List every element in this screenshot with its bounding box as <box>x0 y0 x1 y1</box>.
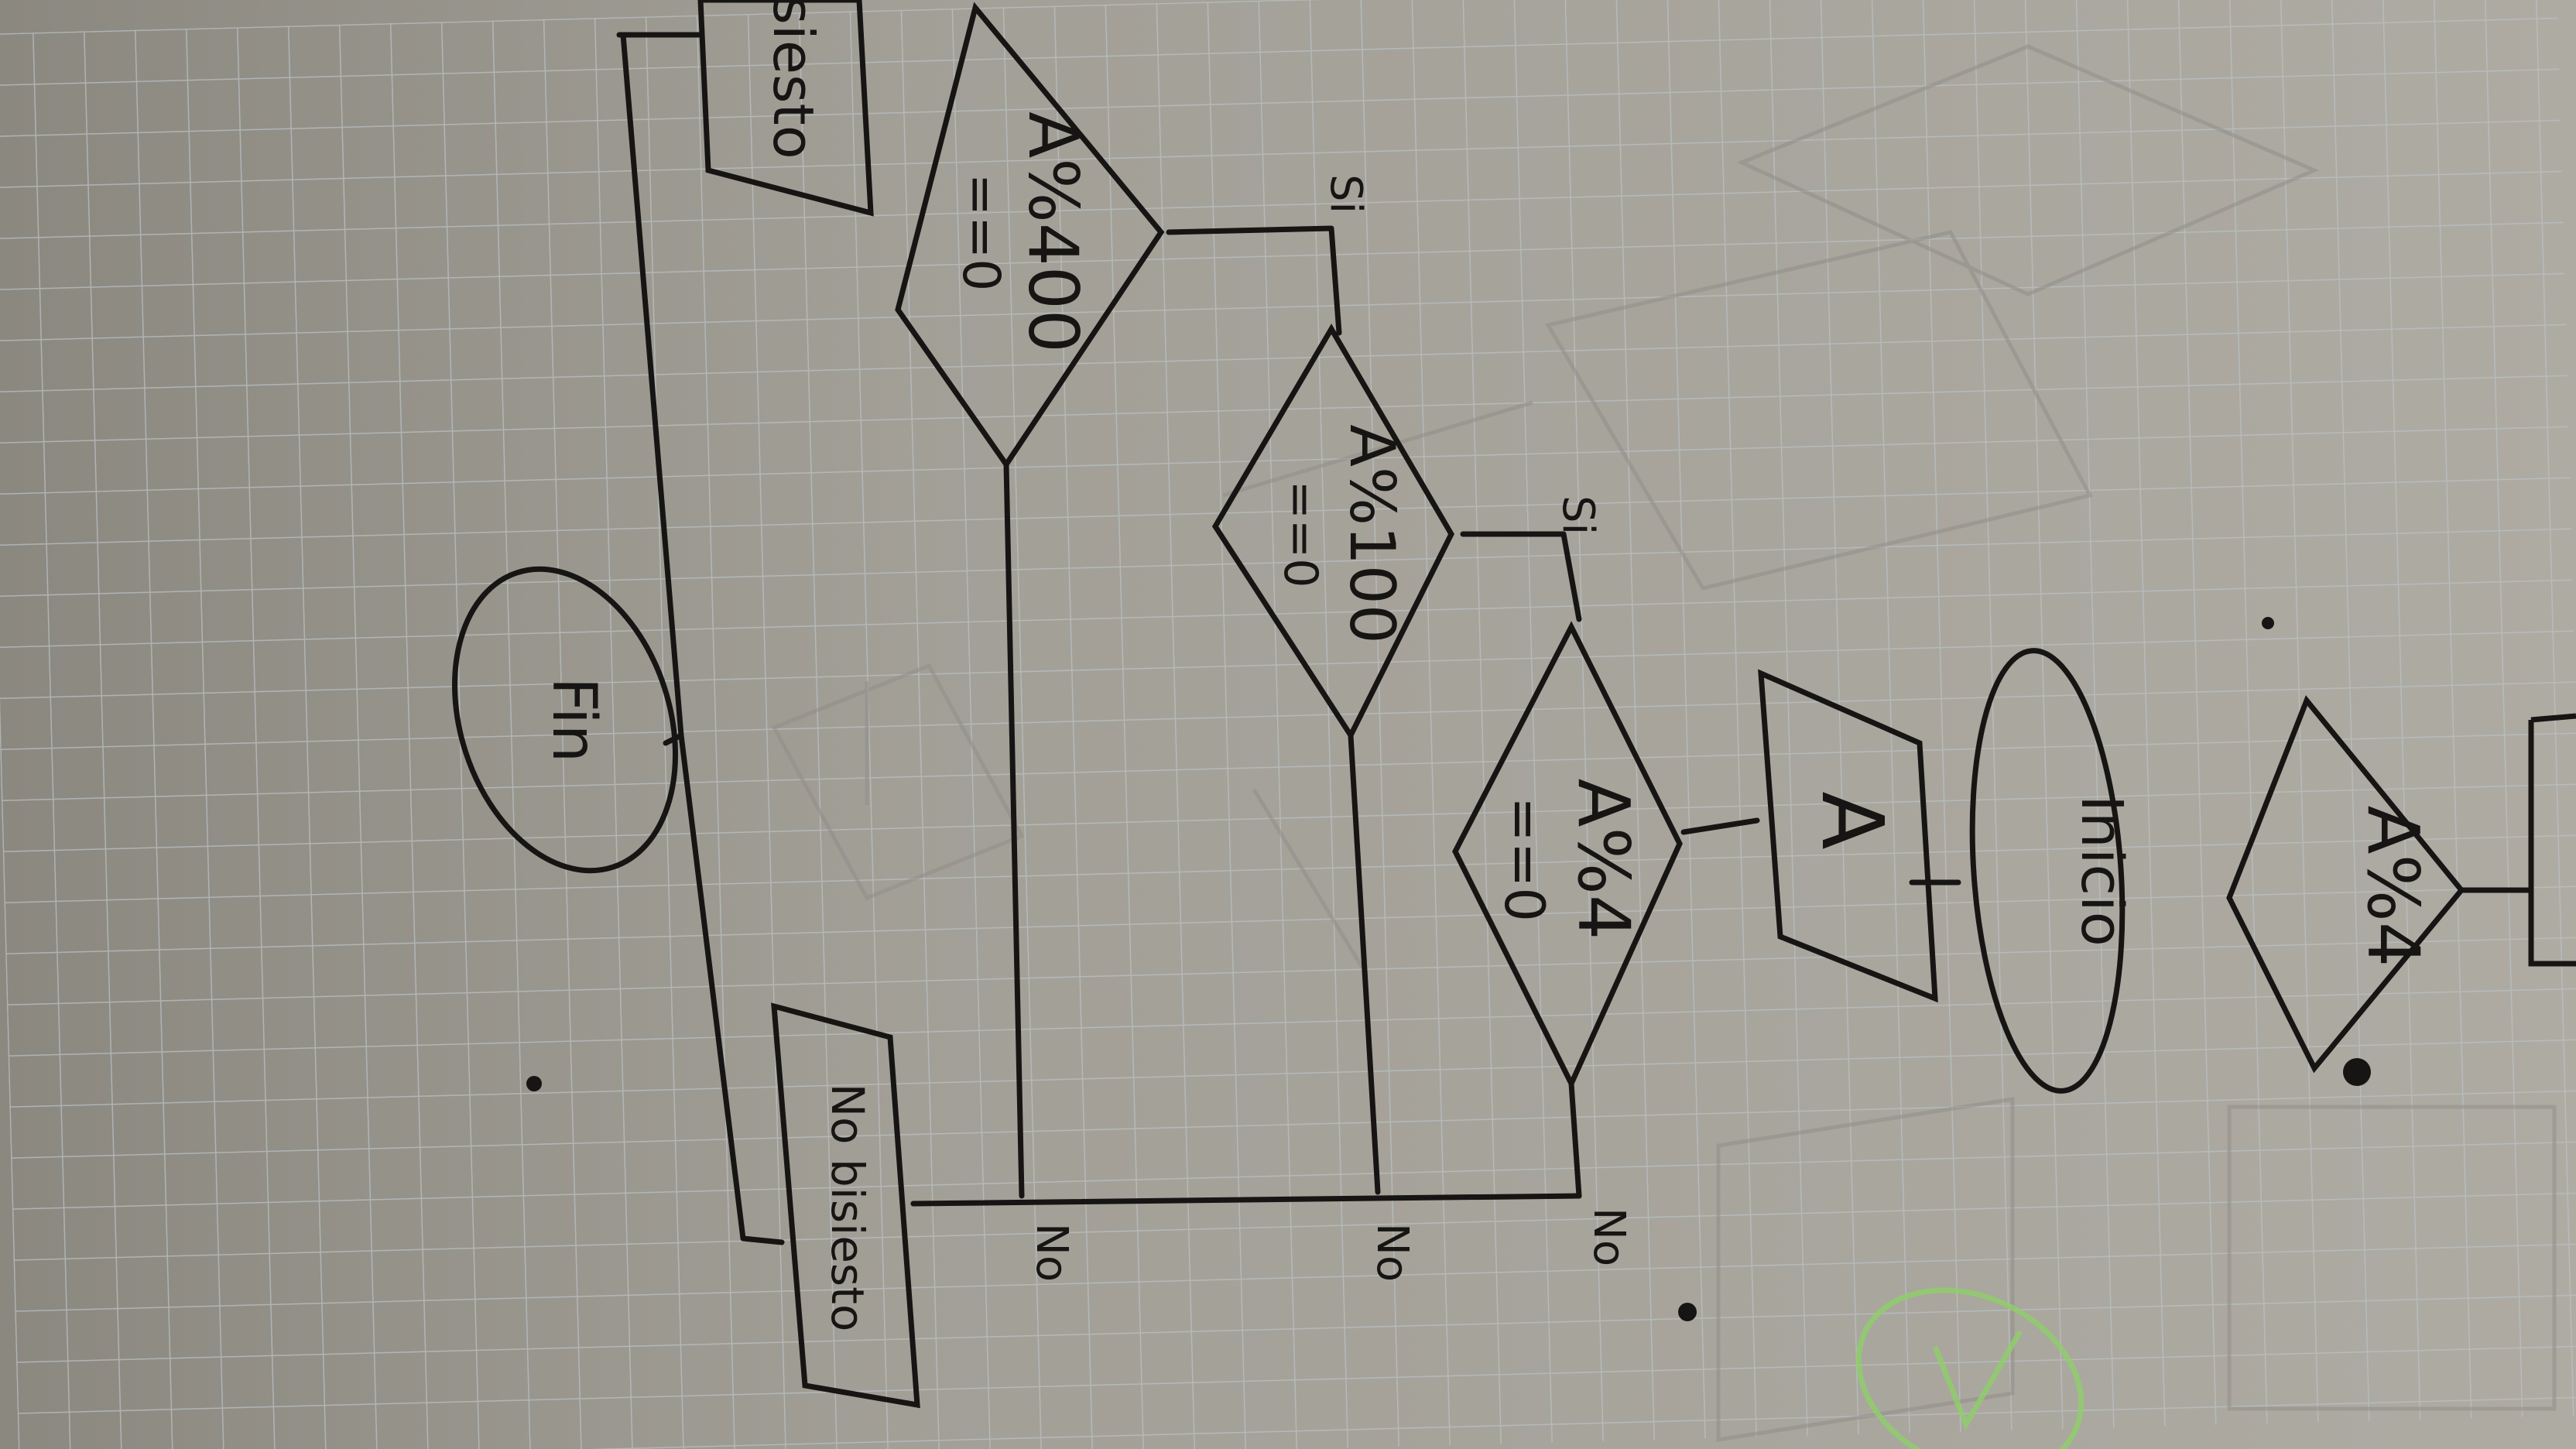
output-not-leap-label: No bisiesto <box>821 1084 874 1332</box>
decision-next-a-mod-4 <box>2226 695 2465 1074</box>
no-label-a-mod-4: No <box>1584 1208 1634 1266</box>
next-connector <box>2461 713 2576 967</box>
decision-a-mod-4-line1: A%4 <box>1562 779 1645 940</box>
start-label: Inicio <box>2068 795 2135 947</box>
connector-lines <box>616 32 1961 1245</box>
decision-a-mod-100 <box>1211 324 1454 742</box>
no-label-a-mod-400: No <box>1026 1223 1077 1282</box>
yes-label-a-mod-4: Si <box>1553 495 1603 535</box>
decision-next-a-mod-4-line1: A%4 <box>2352 806 2434 968</box>
input-a-shape <box>1758 669 1938 1003</box>
decision-a-mod-4 <box>1452 621 1683 1091</box>
no-label-a-mod-100: No <box>1367 1223 1417 1282</box>
decision-a-mod-100-line1: A%100 <box>1336 424 1408 643</box>
decision-a-mod-100-line2: ==0 <box>1273 481 1327 588</box>
end-label: Fin <box>539 677 608 762</box>
yes-label-a-mod-100: Si <box>1321 174 1371 214</box>
decision-a-mod-400-line2: ==0 <box>951 173 1011 292</box>
decision-a-mod-4-line2: ==0 <box>1492 796 1556 922</box>
output-leap-label: siesto <box>761 0 826 159</box>
output-leap-shape <box>697 0 874 217</box>
input-a-label: A <box>1803 791 1902 849</box>
decision-a-mod-400-line1: A%400 <box>1013 111 1093 353</box>
decision-a-mod-400 <box>895 2 1165 470</box>
end-terminal <box>452 566 678 874</box>
bleed-through-marks <box>771 44 2557 1442</box>
green-highlighter-mark <box>1855 1287 2084 1449</box>
ink-dots <box>526 617 2371 1321</box>
start-terminal <box>1969 648 2126 1094</box>
output-not-leap-shape <box>771 1002 920 1409</box>
